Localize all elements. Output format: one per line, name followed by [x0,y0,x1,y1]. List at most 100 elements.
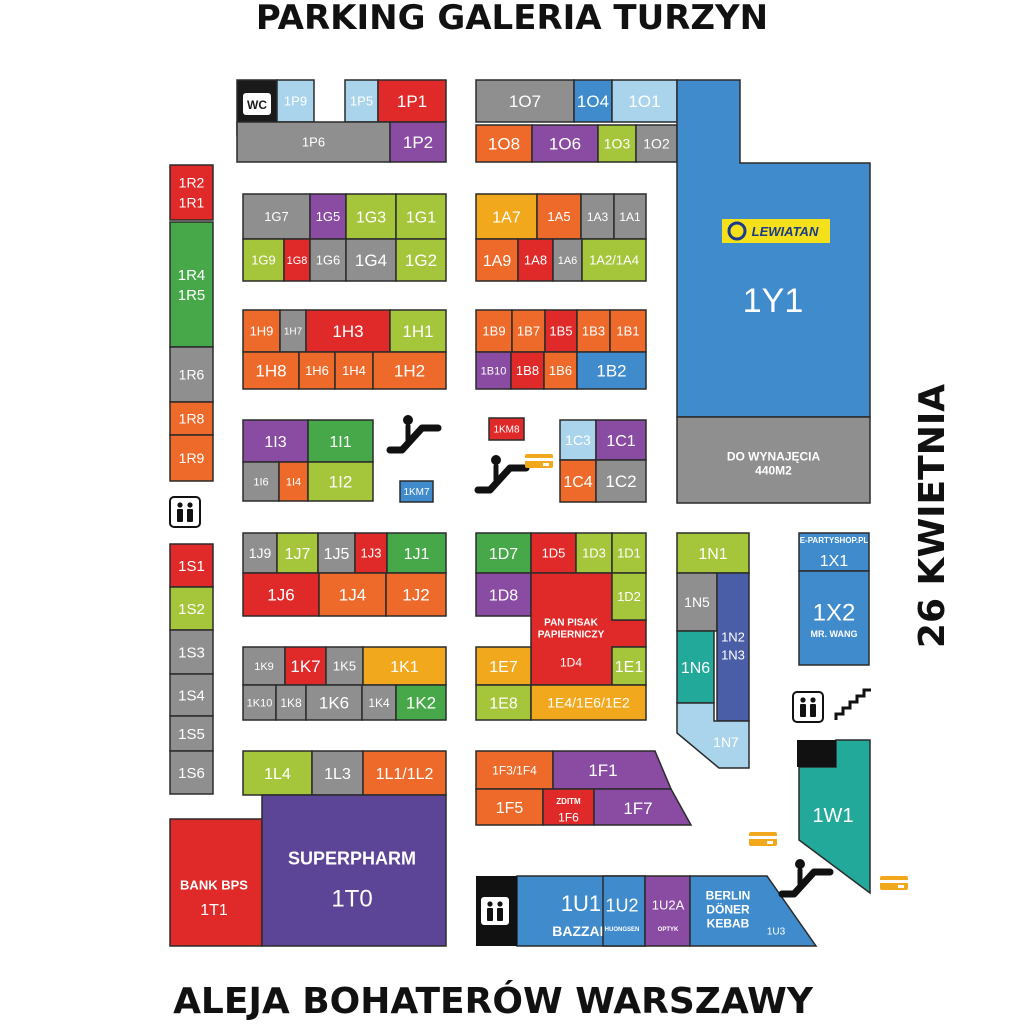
store-unit-1b9[interactable]: 1B9 [475,309,513,353]
store-unit-1b1[interactable]: 1B1 [609,309,647,353]
store-unit-1p1[interactable]: 1P1 [377,79,447,123]
store-unit-1a6[interactable]: 1A6 [552,238,583,282]
store-unit-1s6[interactable]: 1S6 [169,750,214,795]
store-unit-1k7[interactable]: 1K7 [284,646,327,686]
store-unit-1h8[interactable]: 1H8 [242,351,300,390]
store-unit-1c4[interactable]: 1C4 [559,459,597,503]
store-unit-1j7[interactable]: 1J7 [276,532,319,574]
store-unit-1g2[interactable]: 1G2 [395,238,447,282]
store-unit-1d7[interactable]: 1D7 [475,532,532,574]
store-unit-1km8[interactable]: 1KM8 [488,417,525,441]
store-unit-1r8[interactable]: 1R8 [169,401,214,436]
store-unit-1d5[interactable]: 1D5 [530,532,577,574]
store-unit-1g9[interactable]: 1G9 [242,238,285,282]
store-unit-1i6[interactable]: 1I6 [242,461,280,502]
store-unit-1b5[interactable]: 1B5 [544,309,578,353]
store-unit-1d1[interactable]: 1D1 [611,532,647,574]
store-unit-1n7[interactable]: 1N7 [676,702,750,769]
store-unit-1f3-1f4[interactable]: 1F3/1F4 [475,750,554,790]
store-unit-1p5[interactable]: 1P5 [344,79,379,123]
store-unit-1l3[interactable]: 1L3 [311,750,364,796]
store-unit-1k6[interactable]: 1K6 [305,684,363,721]
store-unit-1i2[interactable]: 1I2 [307,461,374,502]
store-unit-1j5[interactable]: 1J5 [317,532,356,574]
store-unit-1km7[interactable]: 1KM7 [399,480,434,503]
store-unit-1f1[interactable]: 1F1 [552,750,673,790]
store-unit-1g5[interactable]: 1G5 [309,193,347,240]
store-unit-1b3[interactable]: 1B3 [576,309,611,353]
store-unit-1e4-1e6-1e2[interactable]: 1E4/1E6/1E2 [530,684,647,721]
store-unit-1b6[interactable]: 1B6 [543,351,578,390]
store-unit-1f5[interactable]: 1F5 [475,788,544,826]
store-unit-1b7[interactable]: 1B7 [511,309,546,353]
store-unit-1o8[interactable]: 1O8 [475,124,533,163]
store-unit-1o4[interactable]: 1O4 [573,79,613,123]
store-unit-1i1[interactable]: 1I1 [307,419,374,463]
store-unit-1p2[interactable]: 1P2 [389,121,447,163]
store-unit-1b8[interactable]: 1B8 [510,351,545,390]
store-unit-1g1[interactable]: 1G1 [395,193,447,240]
store-unit-1k8[interactable]: 1K8 [275,684,307,721]
store-unit-1a7[interactable]: 1A7 [475,193,538,240]
store-unit-1h3[interactable]: 1H3 [305,309,391,353]
store-unit-1o1[interactable]: 1O1 [611,79,678,123]
store-unit-1e8[interactable]: 1E8 [475,684,532,721]
store-unit-1g6[interactable]: 1G6 [309,238,347,282]
store-unit-1h4[interactable]: 1H4 [334,351,374,390]
store-unit-1h7[interactable]: 1H7 [279,309,307,353]
store-unit-1a3[interactable]: 1A3 [580,193,615,240]
store-unit-1c3[interactable]: 1C3 [559,419,597,461]
store-unit-1i3[interactable]: 1I3 [242,419,309,463]
store-unit-1n5[interactable]: 1N5 [676,572,718,632]
store-unit-1s5[interactable]: 1S5 [169,715,214,752]
store-unit-1r9[interactable]: 1R9 [169,434,214,482]
store-unit-1s2[interactable]: 1S2 [169,586,214,631]
store-unit-1h6[interactable]: 1H6 [298,351,336,390]
store-unit-1h9[interactable]: 1H9 [242,309,281,353]
store-unit-1p6[interactable]: 1P6 [236,121,391,163]
store-unit-1g3[interactable]: 1G3 [345,193,397,240]
store-unit-1k1[interactable]: 1K1 [362,646,447,686]
store-unit-1e1[interactable]: 1E1 [611,646,647,686]
store-unit-1s1[interactable]: 1S1 [169,543,214,588]
store-unit-1a1[interactable]: 1A1 [613,193,647,240]
store-unit-1o2[interactable]: 1O2 [635,124,678,163]
store-unit-1a2-1a4[interactable]: 1A2/1A4 [581,238,647,282]
store-unit-1j9[interactable]: 1J9 [242,532,278,574]
store-unit-1c2[interactable]: 1C2 [595,459,647,503]
store-unit-1n1[interactable]: 1N1 [676,532,750,574]
store-unit-1d8[interactable]: 1D8 [475,572,532,617]
store-unit-1k2[interactable]: 1K2 [395,684,447,721]
store-unit-1j6[interactable]: 1J6 [242,572,320,617]
store-unit-1g7[interactable]: 1G7 [242,193,311,240]
store-unit-1j2[interactable]: 1J2 [385,572,447,617]
store-unit-1r6[interactable]: 1R6 [169,346,214,403]
store-unit-1g4[interactable]: 1G4 [345,238,397,282]
store-unit-1j4[interactable]: 1J4 [318,572,387,617]
store-unit-1k5[interactable]: 1K5 [325,646,364,686]
store-unit-1k10[interactable]: 1K10 [242,684,277,721]
store-unit-1n6[interactable]: 1N6 [676,630,715,704]
store-unit-1p9[interactable]: 1P9 [276,79,315,123]
store-unit-1f7[interactable]: 1F7 [593,788,693,826]
store-unit-1h1[interactable]: 1H1 [389,309,447,353]
store-unit-1o7[interactable]: 1O7 [475,79,575,123]
store-unit-1o6[interactable]: 1O6 [531,124,599,163]
store-unit-1s3[interactable]: 1S3 [169,629,214,675]
store-unit-1a5[interactable]: 1A5 [536,193,582,240]
store-unit-1o3[interactable]: 1O3 [597,124,637,163]
store-unit-1c1[interactable]: 1C1 [595,419,647,461]
store-unit-1a8[interactable]: 1A8 [517,238,554,282]
store-unit-1j3[interactable]: 1J3 [354,532,388,574]
